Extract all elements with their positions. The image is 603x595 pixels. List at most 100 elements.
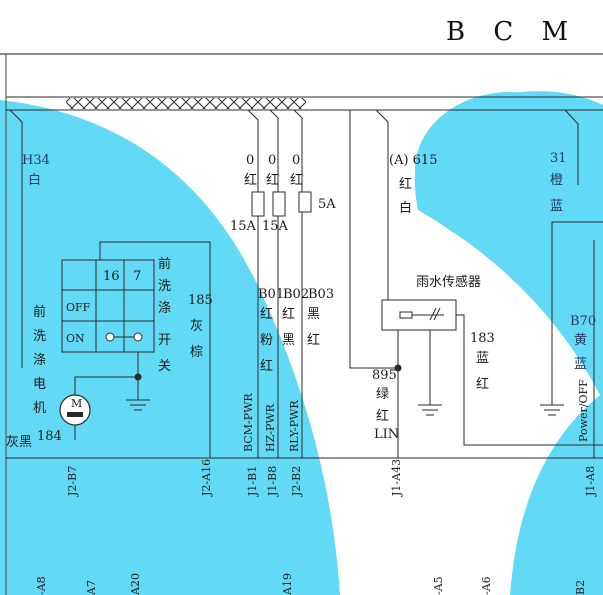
fuse2-rating: 15A (262, 219, 289, 234)
wire-b70-code: B70 (570, 314, 596, 329)
signal-power-off: Power/OFF (577, 379, 590, 442)
fuse-1 (251, 191, 265, 217)
h34-wire (9, 109, 23, 368)
switch-name: 前 洗 涤 开 关 (158, 256, 171, 374)
sensor-icon (399, 307, 444, 321)
wire-183 (456, 314, 603, 446)
wire-615-num: (A) 615 (389, 153, 437, 168)
pin-j2-b7: J2-B7 (66, 466, 79, 497)
wire-31-color-2: 蓝 (550, 199, 563, 214)
wire-185-color-1: 灰 (190, 319, 203, 334)
fuse-wire-2 (269, 109, 279, 458)
motor-icon: M (59, 394, 91, 426)
diagram-title: B C M (446, 17, 578, 47)
wire-b70-color-1: 黄 (574, 333, 587, 348)
pin-j1-a43: J1-A43 (390, 459, 403, 497)
bottom-pin-a6: -A6 (480, 576, 493, 595)
fuse-2 (272, 191, 286, 217)
svg-text:洗: 洗 (33, 329, 46, 344)
switch-col-16: 16 (103, 269, 120, 284)
svg-text:电: 电 (33, 377, 46, 392)
signal-rly-pwr: RLY-PWR (288, 400, 301, 452)
wire-895-num: 895 (372, 368, 397, 383)
fuse3-color: 红 (290, 172, 303, 188)
pin-j2-b2: J2-B2 (290, 466, 303, 497)
svg-text:关: 关 (158, 359, 171, 374)
svg-text:M: M (71, 397, 82, 410)
wire-184-num: 184 (37, 429, 62, 444)
code-b01: B01 (258, 287, 284, 302)
svg-text:涤: 涤 (158, 301, 171, 316)
switch-row-off: OFF (66, 301, 91, 314)
svg-text:开: 开 (158, 333, 171, 348)
pin-j1-b8: J1-B8 (266, 466, 279, 497)
fuse1-num: 0 (246, 153, 254, 168)
sensor-feed-wire (349, 110, 398, 369)
fuse3-num: 0 (292, 153, 300, 168)
cyan-shape-left (0, 100, 340, 595)
b02-color-1: 红 (282, 306, 295, 322)
wire-b70 (551, 221, 603, 405)
wire-895-color-2: 红 (376, 408, 389, 424)
rain-sensor-name: 雨水传感器 (416, 274, 481, 290)
svg-text:前: 前 (33, 304, 46, 320)
bottom-pin-a5: -A5 (432, 576, 445, 595)
wire-183-color-2: 红 (476, 376, 489, 392)
b01-color-1: 红 (260, 306, 273, 322)
svg-text:涤: 涤 (33, 353, 46, 368)
fuse-wire-3 (293, 109, 303, 458)
wire-31-num: 31 (550, 151, 567, 166)
fuse3-rating: 5A (318, 197, 336, 212)
bottom-pin-a20: A20 (129, 573, 142, 595)
wire-183-color-1: 蓝 (476, 351, 489, 366)
washer-switch: 16 7 OFF ON (61, 259, 155, 353)
bottom-pin-a19: A19 (281, 573, 294, 595)
cyan-blob (415, 92, 603, 248)
fuse2-color: 红 (266, 172, 279, 188)
wire-615 (375, 109, 389, 300)
bottom-pin-a7: A7 (85, 580, 98, 595)
wire-185-num: 185 (188, 293, 213, 308)
wire-31-color-1: 橙 (550, 173, 563, 188)
svg-text:机: 机 (33, 401, 46, 416)
fuse-wire-1 (247, 109, 259, 458)
b01-color-2: 粉 (260, 333, 273, 348)
signal-bcm-pwr: BCM-PWR (242, 393, 255, 452)
wire-183-num: 183 (470, 331, 495, 346)
wire-184-color: 灰黑 (6, 435, 32, 450)
lin-signal: LIN (374, 427, 399, 442)
b03-color-2: 红 (307, 332, 320, 348)
motor-feed-wire (74, 376, 138, 395)
pin-j1-a8: J1-A8 (584, 466, 597, 497)
bottom-pin-a8: -A8 (35, 576, 48, 595)
wire-31 (564, 109, 579, 185)
pin-j2-a16: J2-A16 (200, 459, 213, 497)
wire-185 (99, 241, 211, 458)
wire-185-color-2: 棕 (190, 345, 203, 360)
h34-label: H34 (22, 153, 50, 168)
lin-junction (394, 364, 402, 372)
switch-col-7: 7 (133, 269, 141, 284)
svg-text:前: 前 (158, 256, 171, 272)
bottom-pin-b2: B2 (574, 580, 587, 595)
code-b03: B03 (308, 287, 334, 302)
washer-motor-name: 前 洗 涤 电 机 (33, 304, 46, 416)
signal-hz-pwr: HZ-PWR (264, 403, 277, 452)
wire-895-color-1: 绿 (376, 387, 389, 402)
sensor-ground-icon (418, 404, 442, 416)
code-b02: B02 (283, 287, 309, 302)
svg-text:洗: 洗 (158, 279, 171, 294)
pin-j1-b1: J1-B1 (246, 466, 259, 497)
wire-615-color-1: 红 (399, 176, 412, 192)
ground-icon (126, 399, 150, 411)
b03-color-1: 黑 (307, 307, 320, 322)
b02-color-2: 黑 (282, 333, 295, 348)
shield-hatching (66, 98, 306, 109)
fuse-3 (298, 191, 312, 213)
right-ground-icon (540, 404, 564, 416)
wire-b70-color-2: 蓝 (574, 357, 587, 372)
fuse1-color: 红 (244, 172, 257, 188)
switch-row-on: ON (66, 332, 85, 345)
